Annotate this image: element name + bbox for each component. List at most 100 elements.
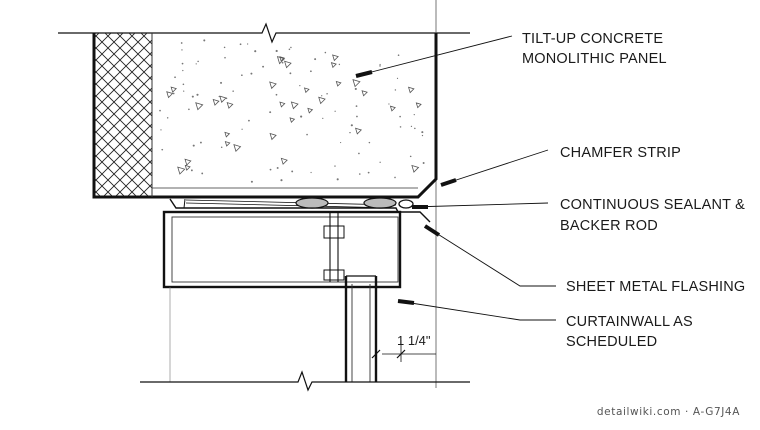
aggregate-dot <box>349 131 351 134</box>
aggregate-dot <box>379 65 381 67</box>
aggregate-dot <box>161 148 164 151</box>
label-panel-line2: MONOLITHIC PANEL <box>522 51 667 67</box>
aggregate-dot <box>310 171 312 174</box>
aggregate-mark <box>332 54 339 62</box>
aggregate-mark <box>224 140 231 147</box>
aggregate-mark <box>233 144 242 152</box>
sheet-metal-flashing <box>169 198 431 223</box>
aggregate-dot <box>225 97 228 100</box>
aggregate-mark <box>290 101 299 110</box>
aggregate-dot <box>250 180 253 183</box>
aggregate-dot <box>195 63 197 65</box>
aggregate-dot <box>224 56 226 59</box>
backer-rod <box>295 197 414 209</box>
aggregate-dot <box>250 72 253 75</box>
aggregate-mark <box>170 86 177 93</box>
aggregate-mark <box>177 166 186 175</box>
aggregate-dot <box>281 61 284 64</box>
aggregate-mark <box>224 131 231 138</box>
aggregate-mark <box>303 87 310 94</box>
aggregate-dot <box>399 126 402 128</box>
label-curtainwall-line2: SCHEDULED <box>566 334 657 350</box>
aggregate-dot <box>160 129 162 131</box>
aggregate-dot <box>338 63 341 66</box>
aggregate-mark <box>212 98 220 106</box>
aggregate-mark <box>354 127 363 135</box>
aggregate-dot <box>182 83 185 86</box>
aggregate-dot <box>413 113 415 116</box>
concrete-panel <box>92 33 438 199</box>
aggregate-mark <box>415 102 422 109</box>
bottom-break-line <box>140 370 470 392</box>
aggregate-dot <box>290 46 292 49</box>
aggregate-dot <box>289 72 292 75</box>
aggregate-dot <box>248 119 250 122</box>
aggregate-dot <box>288 48 291 51</box>
aggregate-dot <box>220 81 223 84</box>
aggregate-mark <box>411 164 420 173</box>
curtainwall-frame <box>162 210 402 382</box>
aggregate-dot <box>322 117 324 119</box>
aggregate-mark <box>269 81 277 90</box>
aggregate-dot <box>269 111 272 114</box>
aggregate-dot <box>159 109 161 112</box>
aggregate-dot <box>399 115 401 118</box>
aggregate-mark <box>195 102 204 111</box>
aggregate-mark <box>335 80 342 87</box>
aggregate-dot <box>356 115 358 118</box>
aggregate-dot <box>397 54 400 57</box>
aggregate-dot <box>166 117 169 119</box>
aggregate-dot <box>223 46 226 49</box>
aggregate-mark <box>226 102 234 109</box>
aggregate-dot <box>379 63 381 66</box>
aggregate-mark <box>330 62 337 69</box>
aggregate-mark <box>289 117 296 124</box>
aggregate-mark <box>361 90 368 97</box>
aggregate-dot <box>355 105 358 108</box>
aggregate-dot <box>421 134 424 137</box>
aggregate-dot <box>254 50 257 53</box>
aggregate-mark <box>279 56 285 62</box>
aggregate-dot <box>379 161 381 163</box>
aggregate-dot <box>269 168 272 171</box>
aggregate-dot <box>188 108 190 111</box>
aggregate-dot <box>201 172 204 175</box>
aggregate-dot <box>394 89 397 91</box>
aggregate-dot <box>203 39 206 42</box>
concrete-aggregate <box>159 39 425 183</box>
label-flashing: SHEET METAL FLASHING <box>566 279 745 295</box>
aggregate-dot <box>306 133 308 136</box>
aggregate-dot <box>197 60 199 63</box>
insulation-hatch <box>94 33 152 197</box>
aggregate-dot <box>239 43 242 46</box>
aggregate-dot <box>409 155 412 158</box>
aggregate-mark <box>407 86 415 94</box>
aggregate-mark <box>279 101 286 108</box>
aggregate-dot <box>190 169 193 172</box>
label-curtainwall-line1: CURTAINWALL AS <box>566 314 693 330</box>
aggregate-mark <box>318 96 326 105</box>
top-break-line <box>58 22 470 44</box>
aggregate-dot <box>181 62 184 65</box>
aggregate-dot <box>394 176 396 179</box>
aggregate-dot <box>181 49 183 51</box>
aggregate-dot <box>191 95 194 98</box>
label-chamfer: CHAMFER STRIP <box>560 145 681 161</box>
aggregate-dot <box>246 43 249 45</box>
aggregate-mark <box>389 105 396 112</box>
aggregate-dot <box>232 90 234 92</box>
aggregate-dot <box>367 171 370 174</box>
aggregate-mark <box>352 79 361 88</box>
aggregate-dot <box>183 90 185 92</box>
aggregate-dot <box>240 74 243 77</box>
aggregate-dot <box>324 51 327 54</box>
label-sealant-line1: CONTINUOUS SEALANT & <box>560 197 745 213</box>
aggregate-dot <box>326 92 328 95</box>
aggregate-dot <box>192 144 195 147</box>
dimension-text: 1 1/4" <box>397 333 431 348</box>
aggregate-dot <box>410 125 413 128</box>
aggregate-dot <box>414 127 416 130</box>
aggregate-dot <box>321 95 323 97</box>
aggregate-mark <box>269 132 277 141</box>
